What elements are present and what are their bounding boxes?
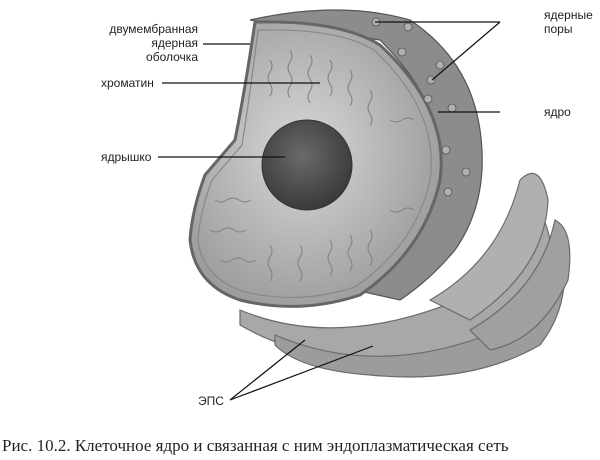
- label-nucleolus: ядрышко: [101, 150, 152, 164]
- label-pores-line2: поры: [544, 22, 573, 36]
- label-nucleus: ядро: [544, 105, 571, 119]
- label-pores-line1: ядерные: [544, 8, 593, 22]
- label-envelope: двумембранная ядерная оболочка: [96, 22, 198, 64]
- er-membranes: [239, 172, 571, 378]
- figure-caption: Рис. 10.2. Клеточное ядро и связанная с …: [2, 436, 509, 455]
- label-er: ЭПС: [198, 394, 224, 408]
- nucleolus: [261, 119, 353, 211]
- nuclear-pores: [371, 17, 471, 197]
- label-envelope-line2: ядерная: [151, 36, 198, 50]
- leader-lines: [158, 21, 501, 401]
- label-pores: ядерные поры: [544, 8, 593, 36]
- label-envelope-line3: оболочка: [146, 50, 198, 64]
- label-envelope-line1: двумембранная: [109, 22, 198, 36]
- label-chromatin: хроматин: [101, 76, 154, 90]
- chromatin: [209, 49, 415, 282]
